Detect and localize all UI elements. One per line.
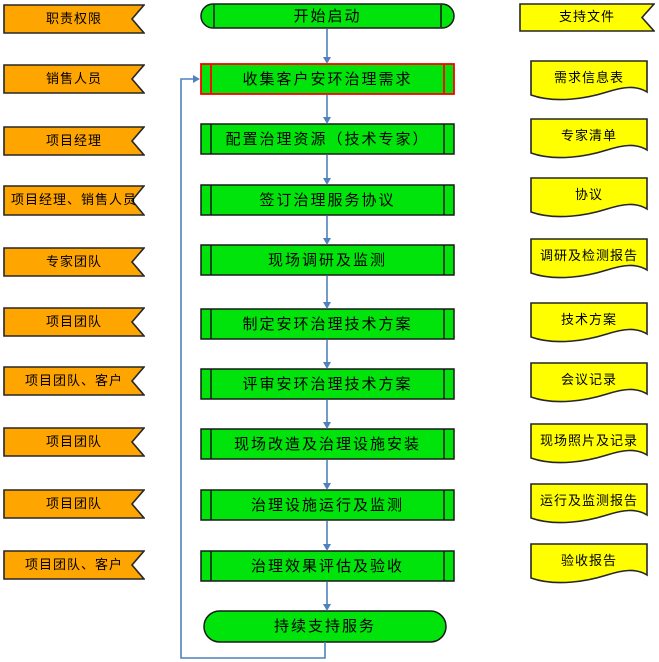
process-step-label: 治理效果评估及验收 [250,556,404,575]
document-label: 验收报告 [560,553,617,569]
document-shape[interactable]: 现场照片及记录 [530,423,648,469]
role-banner[interactable]: 项目团队、客户 [3,366,145,396]
role-label: 专家团队 [45,254,102,270]
role-label: 项目团队 [45,434,102,450]
process-step-label: 签订治理服务协议 [259,190,396,209]
start-terminator[interactable]: 开始启动 [200,3,455,29]
document-shape[interactable]: 专家清单 [530,118,648,164]
document-shape[interactable]: 调研及检测报告 [530,238,648,284]
role-label: 项目经理、销售人员 [10,193,137,208]
role-label: 项目经理 [45,133,102,149]
document-label: 协议 [574,187,603,203]
process-step-label: 制定安环治理技术方案 [242,314,413,333]
role-banner[interactable]: 项目团队 [3,489,145,519]
document-shape[interactable]: 会议记录 [530,362,648,408]
process-step[interactable]: 评审安环治理技术方案 [200,368,455,400]
role-banner[interactable]: 项目团队 [3,427,145,457]
process-step-label: 配置治理资源（技术专家） [225,129,430,148]
role-banner[interactable]: 项目经理 [3,126,145,156]
process-step-label: 治理设施运行及监测 [250,495,404,514]
end-label: 持续支持服务 [273,617,376,635]
document-shape[interactable]: 运行及监测报告 [530,483,648,529]
role-label: 项目团队、客户 [24,373,123,389]
document-label: 技术方案 [560,312,617,328]
roles-header-label: 职责权限 [45,11,102,27]
role-banner[interactable]: 销售人员 [3,64,145,94]
document-shape[interactable]: 协议 [530,177,648,223]
start-label: 开始启动 [293,6,362,25]
process-step-highlighted[interactable]: 收集客户安环治理需求 [200,63,455,95]
document-label: 调研及检测报告 [539,248,638,264]
documents-header-label: 支持文件 [558,10,615,25]
document-label: 专家清单 [560,128,617,144]
role-label: 销售人员 [45,71,102,87]
end-terminator[interactable]: 持续支持服务 [203,610,447,643]
process-step[interactable]: 现场调研及监测 [200,244,455,276]
role-label: 项目团队、客户 [24,557,123,573]
process-step[interactable]: 制定安环治理技术方案 [200,308,455,340]
document-label: 会议记录 [560,372,617,388]
role-banner[interactable]: 专家团队 [3,247,145,277]
document-shape[interactable]: 需求信息表 [530,60,648,106]
process-step[interactable]: 签订治理服务协议 [200,184,455,216]
process-step-label: 收集客户安环治理需求 [242,69,413,88]
process-step[interactable]: 现场改造及治理设施安装 [200,428,455,460]
roles-header-banner[interactable]: 职责权限 [3,4,145,34]
document-label: 现场照片及记录 [539,433,638,449]
process-step[interactable]: 配置治理资源（技术专家） [200,123,455,155]
role-banner[interactable]: 项目经理、销售人员 [3,185,145,216]
role-label: 项目团队 [45,314,102,330]
documents-header-banner[interactable]: 支持文件 [519,3,655,32]
role-label: 项目团队 [45,496,102,512]
process-step[interactable]: 治理效果评估及验收 [200,550,455,582]
document-label: 运行及监测报告 [539,493,638,509]
document-shape[interactable]: 技术方案 [530,302,648,348]
process-step-label: 评审安环治理技术方案 [242,374,413,393]
process-step-label: 现场改造及治理设施安装 [233,434,421,453]
process-step[interactable]: 治理设施运行及监测 [200,489,455,521]
document-shape[interactable]: 验收报告 [530,543,648,589]
role-banner[interactable]: 项目团队、客户 [3,550,145,580]
role-banner[interactable]: 项目团队 [3,307,145,337]
process-step-label: 现场调研及监测 [267,250,387,269]
document-label: 需求信息表 [553,70,624,86]
